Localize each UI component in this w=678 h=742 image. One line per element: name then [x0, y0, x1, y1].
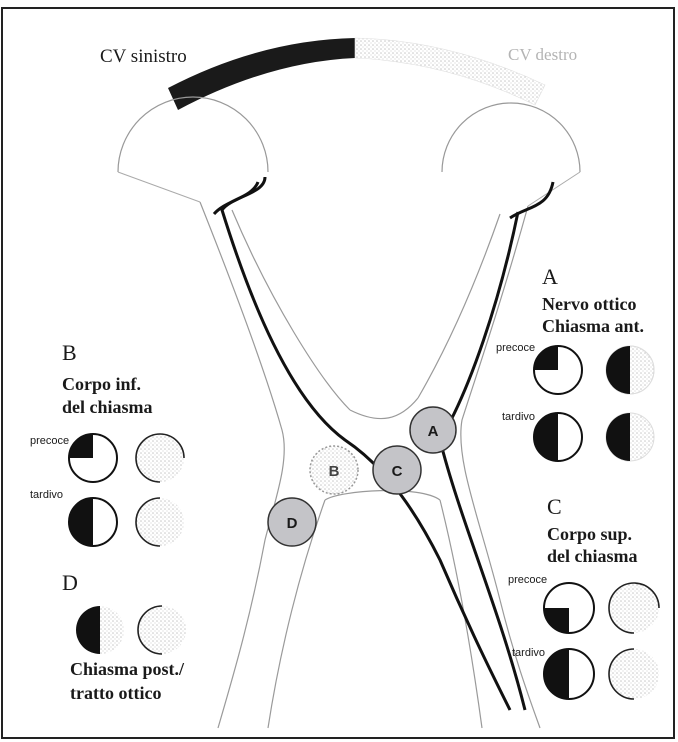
panel-c: C Corpo sup. del chiasma precoce tardivo — [508, 494, 659, 699]
panel-c-late-label: tardivo — [512, 647, 545, 659]
panel-b-title-line1: Corpo inf. — [62, 374, 141, 394]
panel-b-title-line2: del chiasma — [62, 397, 153, 417]
panel-b: B Corpo inf. del chiasma precoce tardivo — [30, 340, 184, 546]
panel-d-right-field — [138, 606, 186, 654]
panel-a-early-left-field — [534, 346, 582, 394]
lesion-marker-c: C — [373, 446, 421, 494]
panel-d: D Chiasma post./ tratto ottico — [62, 570, 186, 703]
panel-b-early-right-field — [136, 434, 184, 482]
marker-d-letter: D — [287, 515, 298, 532]
panel-c-title-line2: del chiasma — [547, 546, 638, 566]
cv-sinistro-label: CV sinistro — [100, 46, 187, 67]
panel-b-late-right-field — [136, 498, 184, 546]
panel-a-title-line2: Chiasma ant. — [542, 316, 644, 336]
left-eye-outline — [118, 97, 268, 172]
panel-d-left-field — [76, 606, 124, 654]
marker-c-letter: C — [392, 463, 403, 480]
panel-a-early-right-field — [606, 346, 654, 394]
lesion-marker-b: B — [310, 446, 358, 494]
visual-field-arc — [168, 38, 545, 110]
panel-c-early-right-field — [609, 583, 659, 633]
left-visual-field-arc — [168, 38, 355, 110]
panel-b-letter: B — [62, 340, 77, 365]
optic-pathway-outline — [200, 202, 540, 728]
right-eye-outline — [442, 103, 580, 172]
panel-a-title-line1: Nervo ottico — [542, 294, 636, 314]
panel-c-title-line1: Corpo sup. — [547, 524, 632, 544]
panel-a-early-label: precoce — [496, 342, 535, 354]
panel-a-late-label: tardivo — [502, 411, 535, 423]
marker-a-letter: A — [428, 423, 439, 440]
cv-destro-label: CV destro — [508, 45, 577, 64]
marker-b-letter: B — [329, 463, 340, 480]
nerve-fibres — [214, 177, 553, 710]
panel-d-title-line1: Chiasma post./ — [70, 659, 185, 679]
lesion-marker-a: A — [410, 407, 456, 453]
panel-a-late-right-field — [606, 413, 654, 461]
panel-c-late-right-field — [609, 649, 659, 699]
panel-c-late-left-field — [544, 649, 594, 699]
panel-a-late-left-field — [534, 413, 582, 461]
panel-b-early-label: precoce — [30, 435, 69, 447]
panel-b-late-label: tardivo — [30, 489, 63, 501]
panel-c-early-label: precoce — [508, 574, 547, 586]
panel-d-letter: D — [62, 570, 78, 595]
panel-c-letter: C — [547, 494, 562, 519]
panel-d-title-line2: tratto ottico — [70, 683, 161, 703]
panel-b-late-left-field — [69, 498, 117, 546]
lesion-marker-d: D — [268, 498, 316, 546]
panel-c-early-left-field — [544, 583, 594, 633]
panel-b-early-left-field — [69, 434, 117, 482]
panel-a-letter: A — [542, 264, 558, 289]
panel-a: A Nervo ottico Chiasma ant. precoce tard… — [496, 264, 654, 461]
